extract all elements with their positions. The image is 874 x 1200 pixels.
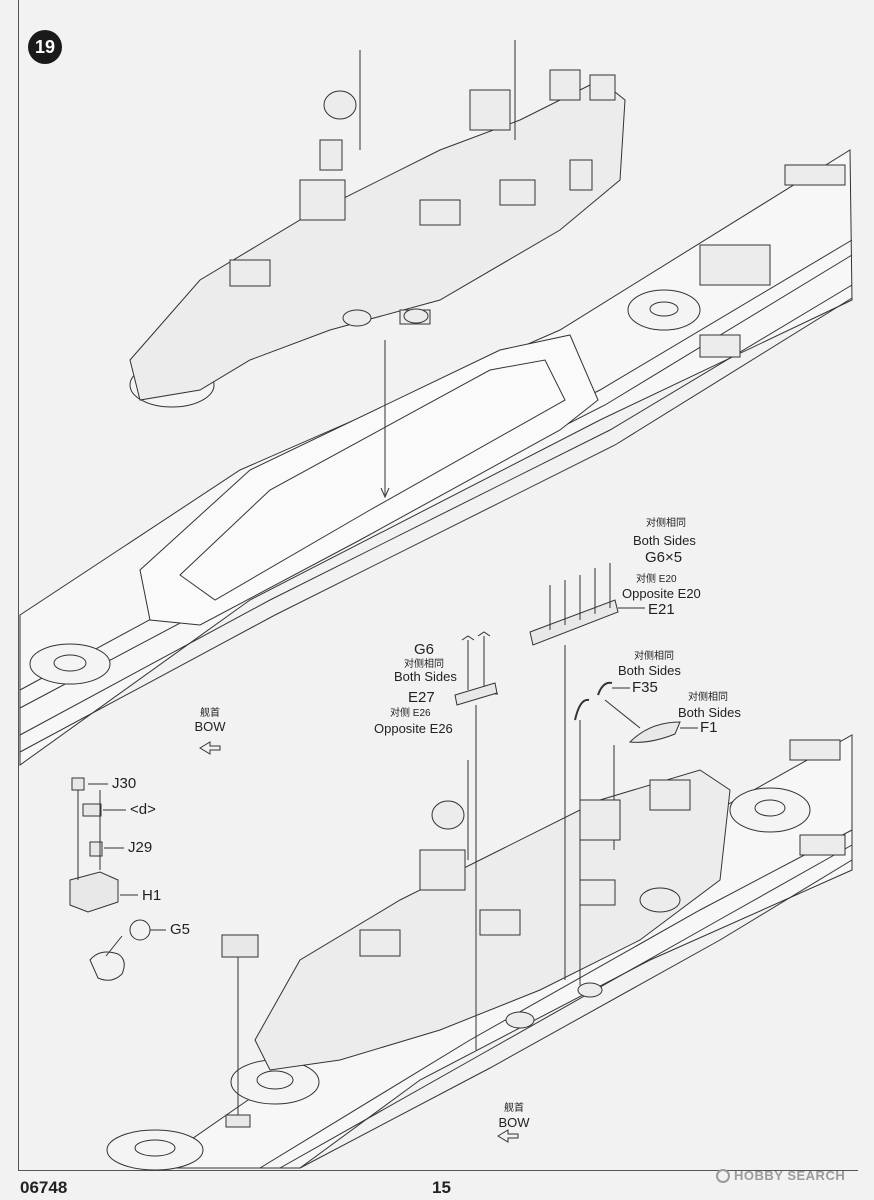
bottom-ship-turret-rings — [106, 787, 811, 1171]
e20-opposite-cn: 对侧 E20 — [636, 574, 677, 585]
watermark: HOBBY SEARCH — [716, 1168, 845, 1183]
bow-arrow-top-icon — [199, 741, 221, 755]
g6x5-both-sides-cn: 对侧相同 — [646, 518, 686, 529]
part-small-block — [221, 934, 259, 1128]
page-number: 15 — [432, 1178, 451, 1197]
g6-both-sides-cn: 对侧相同 — [404, 659, 444, 670]
j30-part-label: J30 — [112, 775, 137, 792]
e26-opposite-en: Opposite E26 — [374, 721, 453, 736]
part-f1-boat — [604, 699, 681, 743]
f35-part-label: F35 — [632, 679, 658, 696]
g6-both-sides-en: Both Sides — [394, 669, 457, 684]
bow-top-cn: 舰首 — [200, 708, 220, 719]
e20-opposite-en: Opposite E20 — [622, 586, 701, 601]
e21-part-label: E21 — [648, 601, 675, 618]
bottom-margin-rule — [18, 1170, 858, 1171]
bottom-ship-superstructure — [254, 739, 846, 1071]
j29-part-label: J29 — [128, 839, 153, 856]
product-code: 06748 — [20, 1178, 68, 1197]
h1-part-label: H1 — [142, 887, 162, 904]
top-ship-superstructure — [129, 40, 846, 401]
label-leader-lines — [88, 607, 698, 931]
e27-part-label: E27 — [408, 689, 435, 706]
left-margin-rule — [18, 0, 19, 1170]
e26-opposite-cn: 对侧 E26 — [390, 708, 431, 719]
bow-bottom-cn: 舰首 — [504, 1103, 524, 1114]
step-number: 19 — [34, 36, 56, 57]
f35-both-sides-en: Both Sides — [618, 663, 681, 678]
g5-part-label: G5 — [170, 921, 191, 938]
f35-both-sides-cn: 对侧相同 — [634, 651, 674, 662]
bow-arrow-bottom-icon — [497, 1129, 519, 1143]
f1-both-sides-cn: 对侧相同 — [688, 692, 728, 703]
bow-top-en: BOW — [194, 719, 226, 734]
sub-assembly-parts — [69, 777, 151, 981]
g6x5-both-sides-en: Both Sides — [633, 533, 696, 548]
f1-part-label: F1 — [700, 719, 718, 736]
watermark-text: HOBBY SEARCH — [734, 1168, 846, 1183]
d-subassembly-label: <d> — [130, 801, 156, 818]
g6-part-label: G6 — [414, 641, 435, 658]
g6x5-part-label: G6×5 — [645, 549, 683, 566]
top-arrow-head — [380, 487, 390, 499]
part-e27-railing — [454, 631, 498, 1050]
bow-bottom-en: BOW — [498, 1115, 530, 1130]
f1-both-sides-en: Both Sides — [678, 705, 741, 720]
part-e21-railing — [529, 563, 619, 980]
part-f35-davits — [574, 681, 613, 985]
watermark-logo-icon — [716, 1168, 730, 1183]
step-number-badge: 19 — [28, 30, 62, 64]
